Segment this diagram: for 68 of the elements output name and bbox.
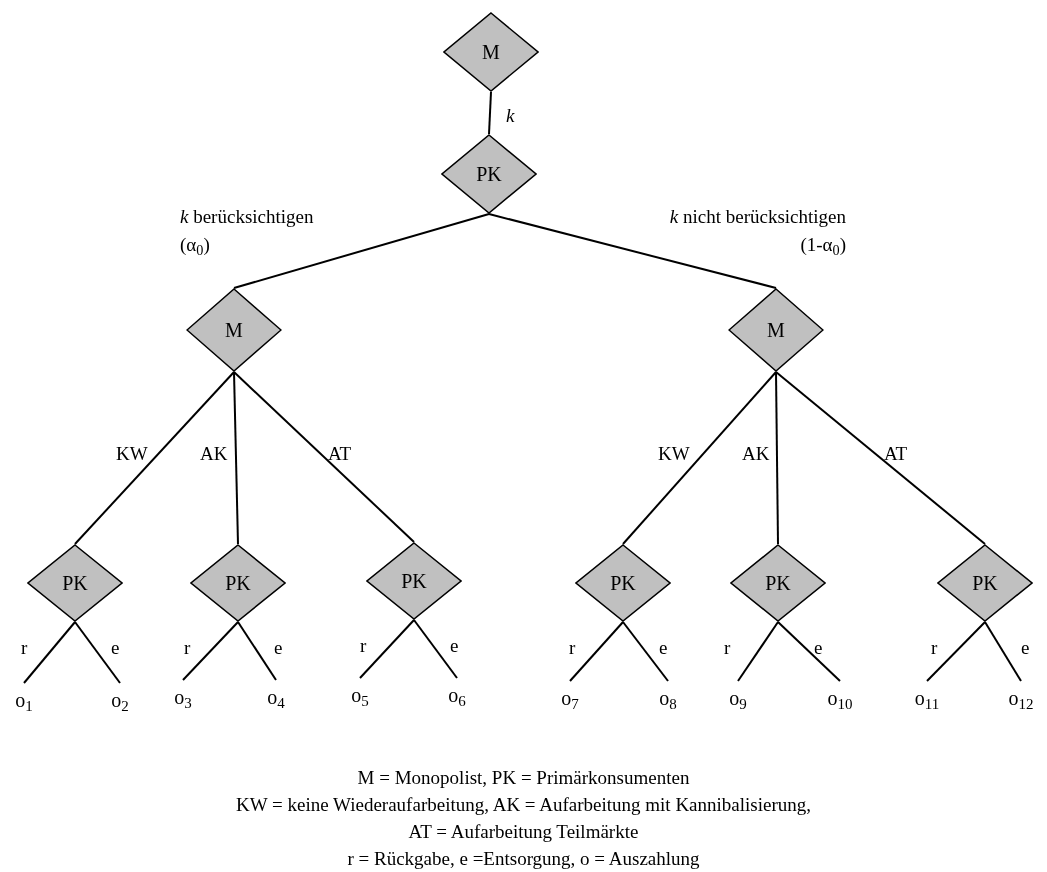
decision-diamond: M <box>186 288 282 372</box>
branch-line <box>413 619 458 679</box>
branch-line <box>775 371 779 545</box>
outcome-label: o$_{9}$ <box>720 681 756 715</box>
edge-label: e <box>274 636 284 660</box>
decision-diamond: PK <box>441 134 537 214</box>
branch-line <box>74 371 235 545</box>
branch-line <box>74 621 121 684</box>
legend-note: KW = keine Wiederaufarbeitung, AK = Aufarbeitung mit Kannibalisierung, <box>235 793 811 817</box>
branch-line <box>359 619 415 679</box>
outcome-label: o$_{12}$ <box>1001 681 1041 715</box>
outcome-label: o$_{8}$ <box>650 681 686 715</box>
edge-label: r <box>184 636 192 660</box>
outcome-label: o$_{1}$ <box>6 683 42 717</box>
legend-note: AT = Aufarbeitung Teilmärkte <box>408 820 639 844</box>
edge-label: k nicht berücksichtigen (1-α$_{0}$) <box>668 205 846 259</box>
outcome-label: o$_{10}$ <box>820 681 860 715</box>
edge-label: e <box>659 636 669 660</box>
edge-label: r <box>724 636 732 660</box>
branch-line <box>926 621 986 682</box>
branch-line <box>775 371 986 545</box>
branch-line <box>233 213 490 289</box>
legend-note: M = Monopolist, PK = Primärkonsumenten <box>357 766 690 790</box>
legend-note: r = Rückgabe, e =Entsorgung, o = Auszahlung <box>347 847 700 871</box>
branch-line <box>237 621 277 681</box>
branch-line <box>233 371 239 545</box>
branch-line <box>23 621 76 684</box>
edge-label: r <box>21 636 29 660</box>
branch-line <box>984 621 1022 682</box>
outcome-label: o$_{11}$ <box>907 681 947 715</box>
edge-label: KW <box>116 442 149 466</box>
branch-line <box>622 371 777 545</box>
decision-diamond: PK <box>366 542 462 620</box>
edge-label: k berücksichtigen (α$_{0}$) <box>180 205 315 259</box>
edge-label: AK <box>200 442 229 466</box>
outcome-label: o$_{4}$ <box>258 680 294 714</box>
edge-label: e <box>111 636 121 660</box>
decision-diamond: PK <box>575 544 671 622</box>
edge-label: e <box>1021 636 1031 660</box>
branch-line <box>488 213 777 289</box>
decision-diamond: PK <box>937 544 1033 622</box>
outcome-label: o$_{5}$ <box>342 678 378 712</box>
branch-line <box>737 621 779 682</box>
edge-label: r <box>569 636 577 660</box>
outcome-label: o$_{7}$ <box>552 681 588 715</box>
branch-line <box>182 621 239 681</box>
edge-label: AK <box>742 442 771 466</box>
branch-line <box>569 621 624 682</box>
outcome-label: o$_{2}$ <box>102 683 138 717</box>
edge-label: AT <box>328 442 353 466</box>
edge-label: r <box>360 634 368 658</box>
edge-label: AT <box>884 442 909 466</box>
branch-line <box>622 621 669 682</box>
decision-diamond: PK <box>27 544 123 622</box>
branch-line <box>488 91 492 135</box>
edge-label: r <box>931 636 939 660</box>
branch-line <box>233 371 415 543</box>
decision-diamond: PK <box>730 544 826 622</box>
edge-label: e <box>450 634 460 658</box>
edge-label: k <box>506 104 516 128</box>
edge-label: KW <box>658 442 691 466</box>
outcome-label: o$_{3}$ <box>165 680 201 714</box>
edge-label: e <box>814 636 824 660</box>
decision-diamond: PK <box>190 544 286 622</box>
decision-diamond: M <box>728 288 824 372</box>
outcome-label: o$_{6}$ <box>439 678 475 712</box>
decision-diamond: M <box>443 12 539 92</box>
branch-line <box>777 621 841 682</box>
